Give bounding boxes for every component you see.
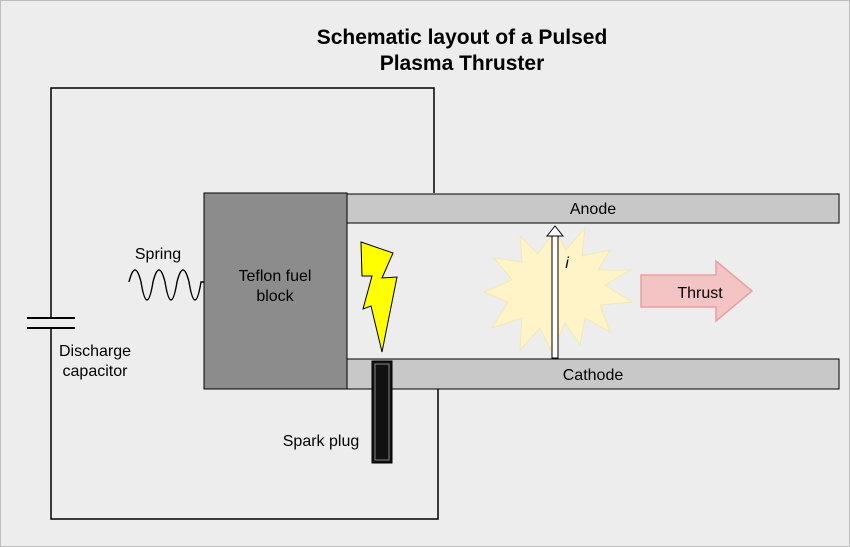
thrust-arrow-icon — [640, 259, 754, 323]
capacitor-label-1: Discharge — [59, 343, 131, 360]
title-line-1: Schematic layout of a Pulsed — [317, 26, 608, 49]
wire-anode-to-capacitor — [50, 87, 435, 318]
discharge-capacitor-icon — [27, 317, 75, 329]
teflon-fuel-block — [203, 192, 348, 390]
thrust-label: Thrust — [677, 285, 723, 302]
cathode-rail — [346, 358, 840, 390]
wire-capacitor-to-cathode — [50, 328, 439, 520]
title-line-2: Plasma Thruster — [380, 52, 545, 75]
anode-label: Anode — [570, 201, 616, 218]
spring-icon — [128, 269, 204, 301]
fuel-block-label-2: block — [256, 288, 294, 305]
spark-plug-label: Spark plug — [283, 433, 360, 450]
capacitor-label-2: capacitor — [63, 363, 129, 380]
current-arrow-icon — [545, 225, 565, 359]
spring-label: Spring — [135, 246, 181, 263]
cathode-label: Cathode — [563, 367, 624, 384]
current-label: i — [565, 255, 569, 272]
spark-plug — [371, 360, 393, 464]
fuel-block-label-1: Teflon fuel — [239, 268, 312, 285]
anode-rail — [346, 193, 840, 224]
lightning-bolt-icon — [360, 241, 398, 353]
